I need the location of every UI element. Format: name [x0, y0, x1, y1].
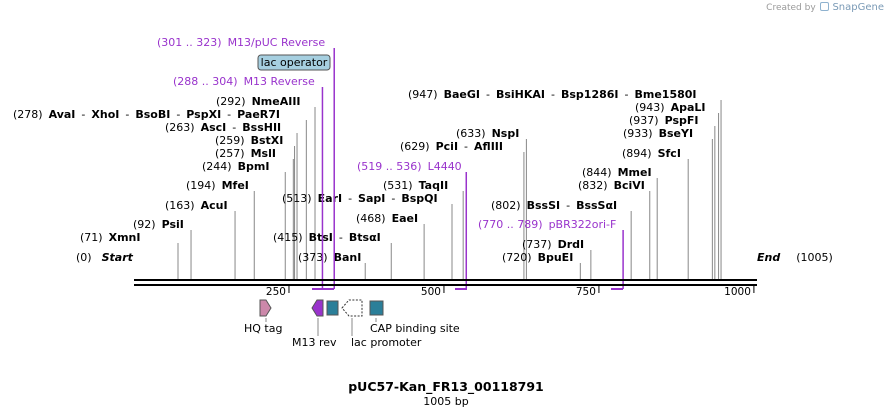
ruler-tick-label: 250 [266, 286, 286, 298]
enzyme-row-eaei[interactable]: (468)EaeI [356, 212, 418, 225]
enzyme-row-xmni[interactable]: (71)XmnI [80, 231, 140, 244]
map-title: pUC57-Kan_FR13_00118791 [348, 379, 544, 395]
lac-promoter-feature[interactable]: lac promoter [341, 299, 422, 349]
enzyme-row-psii[interactable]: (92)PsiI [133, 218, 184, 231]
lac-promoter-arrow-icon [341, 299, 363, 317]
enzyme-row-taqii[interactable]: (531)TaqII [383, 179, 448, 192]
enzyme-row-eari[interactable]: (513)EarI-SapI-BspQI [282, 192, 438, 205]
enzyme-row-avai[interactable]: (278)AvaI-XhoI-BsoBI-PspXI-PaeR7I [13, 108, 280, 121]
ruler-tick-label: 500 [421, 286, 441, 298]
map-length: 1005 bp [423, 395, 468, 408]
enzyme-row-acui[interactable]: (163)AcuI [165, 199, 228, 212]
end-label: End(1005) [757, 251, 833, 264]
lac-promoter-label: lac promoter [351, 336, 422, 349]
enzyme-row-pspfi[interactable]: (937)PspFI [629, 114, 699, 127]
enzyme-labels: (71)XmnI (92)PsiI (163)AcuI (194)MfeI (2… [13, 88, 706, 264]
enzyme-row-bstxi[interactable]: (259)BstXI [215, 134, 283, 147]
enzyme-row-bseyi[interactable]: (933)BseYI [623, 127, 693, 140]
enzyme-row-msli[interactable]: (257)MslI [215, 147, 276, 160]
ruler-tick-label: 1000 [724, 286, 751, 298]
cap-site-label: CAP binding site [370, 322, 460, 335]
primer-l4440[interactable]: (519 .. 536)L4440 [357, 160, 462, 173]
primer-labels: (301 .. 323)M13/pUC Reverse (288 .. 304)… [157, 36, 616, 231]
hq-tag-feature[interactable]: HQ tag [244, 299, 282, 335]
m13-rev-arrow-icon [311, 299, 324, 317]
primer-m13-reverse[interactable]: (288 .. 304)M13 Reverse [173, 75, 315, 88]
created-by-text: Created by [766, 3, 816, 13]
enzyme-row-pcii[interactable]: (629)PciI-AflIII [400, 140, 503, 153]
enzyme-row-baegi[interactable]: (947)BaeGI-BsiHKAI-Bsp1286I-Bme1580I [408, 88, 697, 101]
enzyme-row-nspi[interactable]: (633)NspI [456, 127, 519, 140]
enzyme-row-btsi[interactable]: (415)BtsI-BtsαI [273, 231, 381, 244]
primer-m13-puc-reverse[interactable]: (301 .. 323)M13/pUC Reverse [157, 36, 325, 49]
sequence-backbone [134, 279, 757, 286]
ruler-tick-label: 750 [576, 286, 596, 298]
primer-pbr322ori-f[interactable]: (770 .. 789)pBR322ori-F [478, 218, 616, 231]
hq-tag-arrow-icon [259, 299, 272, 317]
ruler-ticks: 250 500 750 1000 [266, 286, 755, 298]
enzyme-row-bani[interactable]: (373)BanI [298, 251, 361, 264]
m13-rev-label: M13 rev [292, 336, 337, 349]
cap-site-feature[interactable]: CAP binding site [369, 300, 460, 335]
enzyme-row-bsssi[interactable]: (802)BssSI-BssSαI [491, 199, 617, 212]
snapgene-branding: Created by SnapGene [766, 2, 884, 13]
enzyme-row-bpuei[interactable]: (720)BpuEI [502, 251, 573, 264]
enzyme-row-mmei[interactable]: (844)MmeI [582, 166, 652, 179]
lac-operator-mark[interactable] [326, 300, 339, 316]
enzyme-row-bcivi[interactable]: (832)BciVI [578, 179, 645, 192]
cut-site-leaders [177, 100, 722, 279]
start-label: (0)Start [76, 251, 134, 264]
hq-tag-label: HQ tag [244, 322, 282, 335]
enzyme-row-drdi[interactable]: (737)DrdI [522, 238, 584, 251]
cap-site-box [369, 300, 384, 316]
enzyme-row-asci[interactable]: (263)AscI-BssHII [165, 121, 281, 134]
enzyme-row-sfci[interactable]: (894)SfcI [622, 147, 681, 160]
features-track: HQ tag M13 rev lac promoter CAP binding … [244, 299, 460, 349]
lac-operator-box [257, 54, 331, 71]
lac-operator-label: lac operator [261, 56, 328, 69]
snapgene-logo-icon [819, 2, 829, 11]
enzyme-row-nmeaiii[interactable]: (292)NmeAIII [216, 95, 301, 108]
enzyme-row-apali[interactable]: (943)ApaLI [635, 101, 706, 114]
snapgene-product-name: SnapGene [832, 2, 884, 13]
m13-rev-feature[interactable]: M13 rev [292, 299, 337, 349]
lac-operator-feature[interactable]: lac operator [257, 54, 331, 71]
enzyme-row-mfei[interactable]: (194)MfeI [186, 179, 249, 192]
enzyme-row-bpmi[interactable]: (244)BpmI [202, 160, 269, 173]
